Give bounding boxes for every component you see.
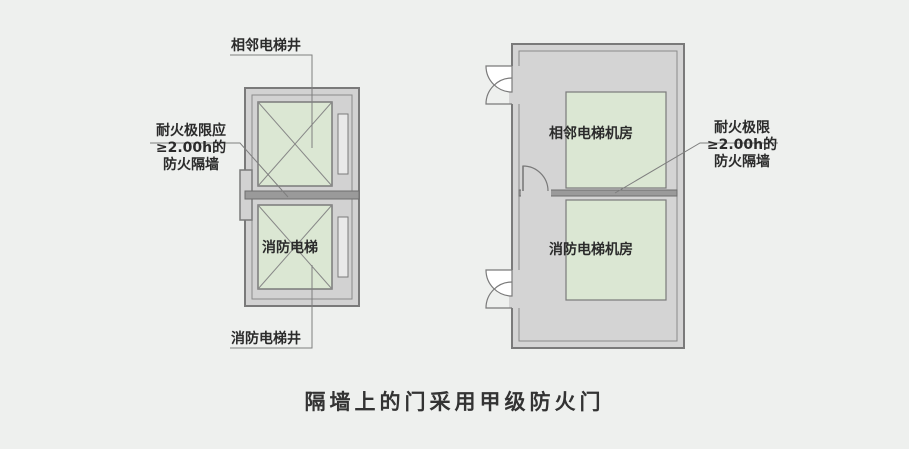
leader-left-wall: [150, 142, 289, 198]
label-fire-room: 消防电梯机房: [549, 242, 633, 258]
label-right-wall-line1: 耐火极限: [714, 120, 770, 136]
room-partition-wall: [518, 189, 678, 197]
label-right-wall: 耐火极限 ≥2.00h的 防火隔墙: [696, 120, 788, 171]
adjacent-car-cross-2: [257, 101, 333, 187]
adjacent-counterweight: [337, 113, 349, 175]
right-room-plan: [485, 43, 778, 349]
adjacent-room-equipment: [565, 91, 667, 189]
fire-counterweight: [337, 216, 349, 278]
label-left-wall-line1: 耐火极限应: [156, 123, 226, 139]
lower-door-swing-2: [485, 281, 513, 309]
label-left-wall: 耐火极限应 ≥2.00h的 防火隔墙: [145, 123, 237, 174]
label-adjacent-room: 相邻电梯机房: [549, 126, 633, 142]
shaft-partition-wall: [244, 190, 360, 200]
label-right-wall-line2: ≥2.00h的: [706, 137, 778, 153]
label-left-wall-line3: 防火隔墙: [163, 157, 219, 173]
upper-door-swing-2: [485, 77, 513, 105]
upper-door-swing: [485, 65, 513, 93]
label-adjacent-shaft: 相邻电梯井: [231, 38, 301, 54]
lower-door-swing: [485, 269, 513, 297]
label-fire-shaft: 消防电梯井: [231, 331, 301, 347]
leader-adjacent-shaft: [230, 54, 313, 148]
left-shaft-plan: [150, 54, 360, 349]
figure-caption: 隔墙上的门采用甲级防火门: [304, 390, 605, 414]
leader-fire-shaft: [230, 265, 313, 349]
label-left-wall-line2: ≥2.00h的: [155, 140, 227, 156]
fire-car-cross-2: [257, 204, 333, 290]
fire-room-equipment: [565, 199, 667, 301]
leader-right-wall: [614, 142, 778, 194]
partition-door-gap: [521, 188, 551, 198]
label-fire-elevator: 消防电梯: [262, 240, 318, 256]
label-right-wall-line3: 防火隔墙: [714, 154, 770, 170]
